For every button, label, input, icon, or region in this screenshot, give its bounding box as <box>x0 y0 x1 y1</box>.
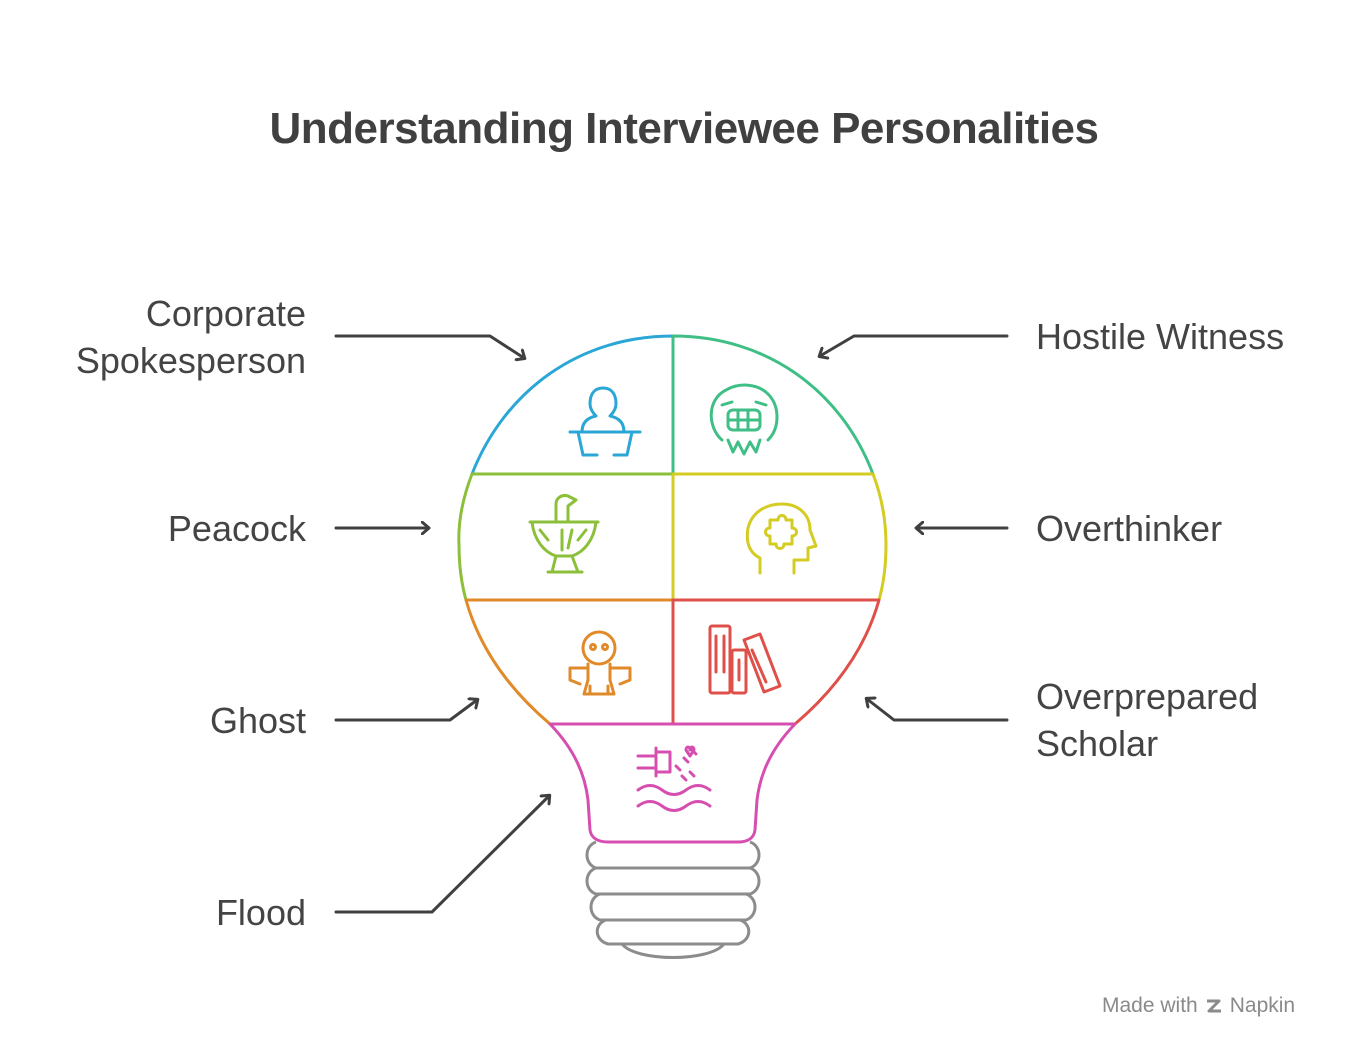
arrow-flood <box>334 796 549 914</box>
footer-attribution: Made with Napkin <box>1102 994 1296 1017</box>
peacock-icon <box>528 494 600 574</box>
segment-hostile-witness <box>671 334 875 476</box>
label-hostile-witness: Hostile Witness <box>1036 316 1285 357</box>
label-overthinker: Overthinker <box>1036 508 1223 549</box>
segment-ghost <box>464 598 675 726</box>
segment-corporate-spokesperson <box>470 334 675 476</box>
books-icon <box>708 624 782 695</box>
arrow-overprepared-scholar <box>867 699 1009 722</box>
segment-peacock <box>457 472 675 602</box>
page-title: Understanding Interviewee Personalities <box>269 104 1099 153</box>
flooding-pipe-icon <box>636 745 712 812</box>
arrow-ghost <box>334 700 477 722</box>
label-corporate-spokesperson: Corporate Spokesperson <box>75 293 306 381</box>
speaker-at-podium-icon <box>568 386 642 457</box>
label-ghost: Ghost <box>209 700 306 741</box>
arrow-hostile-witness <box>820 334 1009 356</box>
puzzle-head-icon <box>745 502 818 575</box>
arrows <box>334 334 1009 914</box>
label-overprepared-scholar: Overprepared Scholar <box>1036 676 1259 764</box>
segment-flood <box>548 722 797 844</box>
label-flood: Flood <box>215 892 306 933</box>
label-peacock: Peacock <box>167 508 306 549</box>
segment-overthinker <box>671 472 888 602</box>
arrow-corporate-spokesperson <box>334 334 524 358</box>
angry-face-icon <box>709 383 779 456</box>
bulb-base <box>585 840 761 959</box>
napkin-logo-icon <box>1206 999 1221 1013</box>
ghost-figure-icon <box>568 630 632 696</box>
segment-overprepared-scholar <box>671 598 881 726</box>
